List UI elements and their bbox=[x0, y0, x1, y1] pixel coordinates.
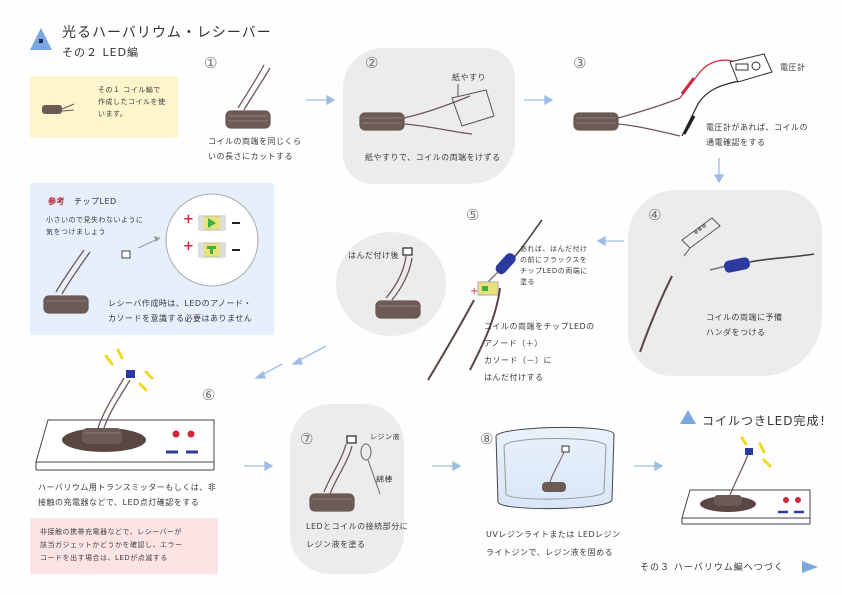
cotton-swab-label: 綿棒 bbox=[376, 475, 393, 484]
tiny-led-icon bbox=[121, 250, 131, 259]
step4-flux-pen-icon bbox=[681, 217, 721, 257]
step7-coil bbox=[309, 435, 357, 512]
step3-coil bbox=[573, 97, 681, 137]
page-subtitle: その２ LED編 bbox=[62, 46, 140, 59]
step2-coil bbox=[359, 95, 473, 135]
warning-text: 非接触の携帯充電器などで、レシーバーが 該当ガジェットかどうかを確認し、エラー … bbox=[40, 528, 183, 562]
step3-caption: 電圧計があれば、コイルの 通電確認をする bbox=[706, 123, 808, 147]
arrow-4-5-icon bbox=[596, 235, 624, 247]
step4-number: ④ bbox=[648, 206, 662, 224]
step6-number: ⑥ bbox=[202, 386, 216, 404]
complete-triangle-icon bbox=[680, 410, 696, 424]
arrow-6a-icon bbox=[254, 363, 283, 379]
resin-label: レジン液 bbox=[370, 433, 400, 441]
step3-number: ③ bbox=[573, 54, 587, 72]
step5-number: ⑤ bbox=[466, 206, 480, 224]
step6-transmitter bbox=[35, 370, 215, 471]
small-coil-icon bbox=[42, 103, 75, 114]
arrow-8-done-icon bbox=[634, 460, 664, 472]
sandpaper-icon bbox=[451, 84, 495, 127]
arrow-7-8-icon bbox=[432, 460, 462, 472]
logo-triangle-icon bbox=[30, 28, 52, 50]
after-solder-label: はんだ付け後 bbox=[348, 251, 399, 260]
step4-soldering-iron-icon bbox=[709, 253, 815, 273]
reference-title: 参考 チップLED bbox=[48, 196, 117, 207]
step6-glow-icon bbox=[104, 348, 154, 392]
step4-caption: コイルの両端に予備 ハンダをつける bbox=[706, 313, 783, 337]
warning-box bbox=[30, 518, 218, 574]
arrow-6-7-icon bbox=[244, 460, 274, 472]
step5-soldering bbox=[427, 219, 543, 381]
step4-wire bbox=[639, 275, 673, 353]
reference-led-magnifier bbox=[165, 193, 259, 287]
arrow-1-2-icon bbox=[306, 94, 336, 106]
complete-transmitter bbox=[681, 448, 811, 525]
step5-plus-sign: + bbox=[470, 286, 478, 297]
step5-note: あれば、はんだ付け の前にフラックスを チップLEDの両端に 塗る bbox=[520, 245, 588, 286]
step7-number: ⑦ bbox=[300, 430, 314, 448]
uv-light-box bbox=[495, 426, 615, 510]
cotton-swab-icon bbox=[360, 443, 381, 495]
sandpaper-label: 紙やすり bbox=[452, 73, 486, 82]
step1-caption: コイルの両端を同じくら いの長さにカットする bbox=[208, 137, 302, 161]
flow-arrows bbox=[244, 94, 725, 472]
footer-triangle-icon bbox=[802, 561, 818, 573]
reference-caption: レシーバ作成時は、LEDのアノード・ カソードを意識する必要はありません bbox=[108, 299, 253, 323]
step7-caption: LEDとコイルの接続部分に レジン液を塗る bbox=[306, 522, 409, 549]
step6-caption: ハーバリウム用トランスミッターもしくは、非 接触の充電器などで、LED点灯確認を… bbox=[38, 483, 217, 507]
reference-tag: 参考 bbox=[48, 197, 65, 206]
page-title: 光るハーバリウム・レシーバー bbox=[62, 25, 272, 41]
step8-number: ⑧ bbox=[480, 430, 494, 448]
arrow-5-6-icon bbox=[291, 345, 327, 365]
after-solder-coil bbox=[375, 247, 421, 319]
arrow-3-4-icon bbox=[713, 158, 725, 184]
reference-plus-1: + bbox=[183, 212, 194, 227]
step4-backdrop bbox=[628, 190, 822, 376]
reference-note: 小さいので見失わないように 気をつけましょう bbox=[46, 216, 144, 236]
reference-title-text: チップLED bbox=[74, 197, 117, 206]
step1-number: ① bbox=[204, 54, 218, 72]
coil-note-text: その１ コイル編で 作成したコイルを使 います。 bbox=[98, 86, 166, 118]
voltmeter-icon bbox=[679, 53, 773, 137]
after-solder-backdrop bbox=[336, 232, 446, 336]
step5-caption: コイルの両端をチップLEDの アノード（＋） カソード（－）に はんだ付けする bbox=[484, 322, 595, 382]
reference-plus-2: + bbox=[183, 239, 194, 254]
voltmeter-label: 電圧計 bbox=[780, 63, 806, 72]
complete-title: コイルつきLED完成！ bbox=[702, 414, 833, 428]
step1-coil bbox=[225, 64, 271, 129]
step8-caption: UVレジンライトまたは LEDレジン ライトジンで、レジン液を固める bbox=[486, 530, 621, 557]
step2-caption: 紙やすりで、コイルの両端をけずる bbox=[365, 153, 501, 162]
arrow-2-3-icon bbox=[524, 94, 554, 106]
step2-number: ② bbox=[365, 54, 379, 72]
footer-next: その３ ハーバリウム編へつづく bbox=[640, 563, 784, 573]
step7-backdrop bbox=[290, 404, 404, 574]
complete-glow-icon bbox=[740, 436, 772, 468]
reference-coil bbox=[43, 249, 91, 314]
